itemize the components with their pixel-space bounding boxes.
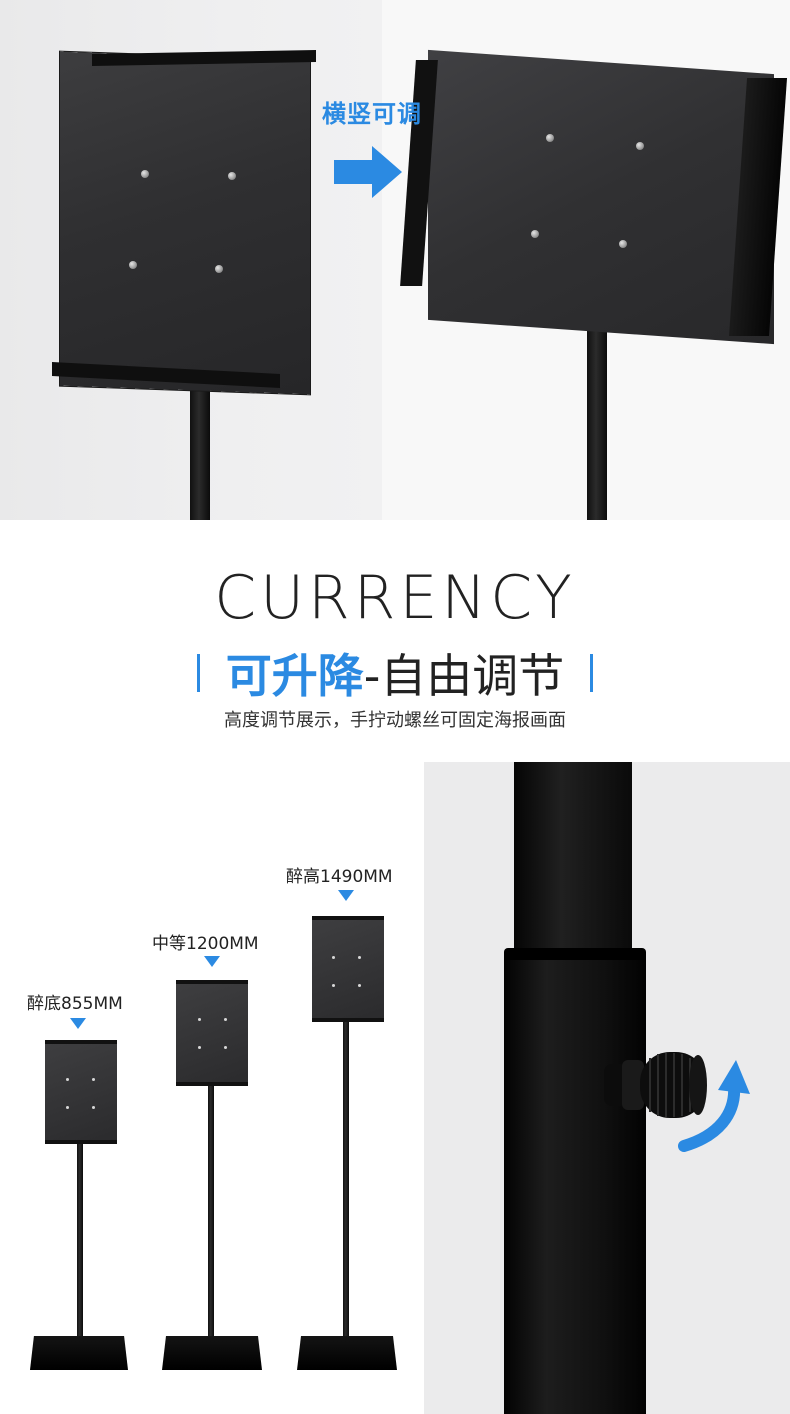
section-heading: CURRENCY <box>214 563 576 633</box>
outer-tube <box>504 960 646 1414</box>
landscape-board <box>428 49 774 345</box>
stand-base-high <box>297 1336 397 1370</box>
board-bolt <box>636 142 644 150</box>
board-dot <box>224 1018 227 1021</box>
stand-base-low <box>30 1336 128 1370</box>
sub-heading: 可升降-自由调节 <box>0 640 790 703</box>
board-bolt <box>215 265 223 273</box>
board-dot <box>66 1078 69 1081</box>
board-dot <box>224 1046 227 1049</box>
stand-board-high <box>312 916 384 1022</box>
rotate-arrow-icon <box>678 1060 750 1152</box>
stand-pole-medium <box>208 1086 214 1338</box>
knob-icon <box>604 1052 707 1118</box>
right-accent-bar <box>590 654 594 692</box>
stand-label-high: 醉高1490MM <box>286 867 393 887</box>
description-text: 高度调节展示，手拧动螺丝可固定海报画面 <box>224 710 566 731</box>
stand-pole-high <box>343 1022 349 1338</box>
landscape-stand-pole <box>587 318 607 520</box>
board-bolt <box>619 240 627 248</box>
triangle-down-icon <box>70 1018 86 1029</box>
left-accent-bar <box>196 654 200 692</box>
board-dot <box>92 1106 95 1109</box>
stand-pole-low <box>77 1144 83 1338</box>
board-dot <box>332 984 335 987</box>
board-dot <box>92 1078 95 1081</box>
stand-label-medium: 中等1200MM <box>152 934 259 954</box>
board-bolt <box>531 230 539 238</box>
triangle-down-icon <box>338 890 354 901</box>
board-bolt <box>141 170 149 178</box>
portrait-board <box>60 51 310 395</box>
board-dot <box>332 956 335 959</box>
arrow-right-icon <box>334 146 402 198</box>
stand-board-medium <box>176 980 248 1086</box>
stand-board-low <box>45 1040 117 1144</box>
portrait-stand-pole <box>190 390 210 520</box>
board-bolt <box>129 261 137 269</box>
inner-tube <box>514 762 632 962</box>
stand-label-low: 醉底855MM <box>27 994 123 1014</box>
triangle-down-icon <box>204 956 220 967</box>
board-dot <box>198 1046 201 1049</box>
board-dot <box>358 984 361 987</box>
board-dot <box>358 956 361 959</box>
orientation-label: 横竖可调 <box>322 100 422 128</box>
stand-base-medium <box>162 1336 262 1370</box>
board-bolt <box>228 172 236 180</box>
board-bolt <box>546 134 554 142</box>
board-dot <box>198 1018 201 1021</box>
sub-heading-rest: -自由调节 <box>363 649 565 703</box>
sub-heading-highlight: 可升降 <box>225 649 364 703</box>
board-dot <box>66 1106 69 1109</box>
